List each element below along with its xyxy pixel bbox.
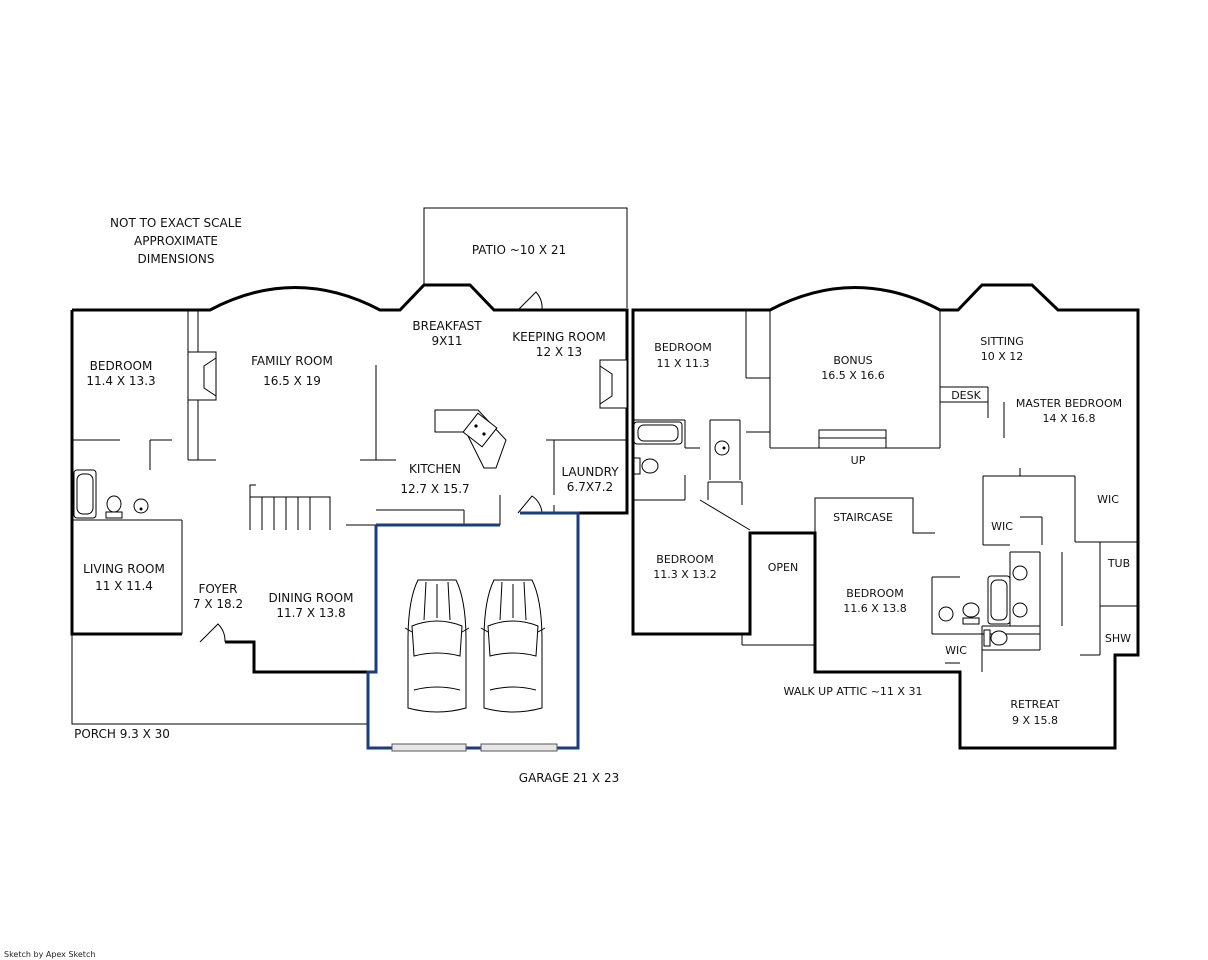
patio-label: PATIO ~10 X 21 — [471, 243, 567, 257]
upper-bath-fixtures — [633, 421, 1028, 647]
garage-label: GARAGE 21 X 23 — [518, 771, 620, 785]
scale-note-line-1: NOT TO EXACT SCALE — [110, 216, 242, 230]
wic-mid-label: WIC — [991, 520, 1013, 533]
staircase-label: STAIRCASE — [833, 511, 893, 524]
scale-note-line-2: APPROXIMATE DIMENSIONS — [134, 234, 218, 266]
wic-master-label: WIC — [1097, 493, 1119, 506]
family-room-fireplace — [187, 351, 217, 401]
wic-low-label: WIC — [945, 644, 967, 657]
main-doors — [199, 291, 543, 643]
patio-outline — [423, 207, 628, 308]
main-stairs — [249, 484, 331, 530]
main-floor — [70, 207, 629, 752]
desk-label: DESK — [951, 389, 981, 402]
scale-note: NOT TO EXACT SCALE APPROXIMATE DIMENSION… — [94, 214, 258, 268]
upper-floor — [631, 283, 1140, 750]
upper-staircase — [814, 497, 935, 534]
sketch-credit: Sketch by Apex Sketch — [4, 950, 96, 959]
walk-up-attic-label: WALK UP ATTIC ~11 X 31 — [783, 685, 923, 698]
garage-doors — [391, 743, 558, 752]
porch-label: PORCH 9.3 X 30 — [74, 727, 170, 741]
up-label: UP — [850, 454, 866, 467]
bonus-stair-rail — [818, 429, 887, 449]
upper-exterior-wall — [631, 283, 1140, 750]
garage-wall — [366, 511, 580, 750]
porch-outline — [71, 634, 368, 725]
main-bath-fixtures — [73, 469, 149, 519]
keeping-room-fireplace — [599, 359, 628, 409]
car-icon — [480, 579, 546, 713]
kitchen-island — [434, 409, 507, 469]
tub-label: TUB — [1107, 557, 1131, 570]
open-label: OPEN — [767, 561, 799, 574]
car-icon — [404, 579, 470, 713]
shw-label: SHW — [1104, 632, 1132, 645]
